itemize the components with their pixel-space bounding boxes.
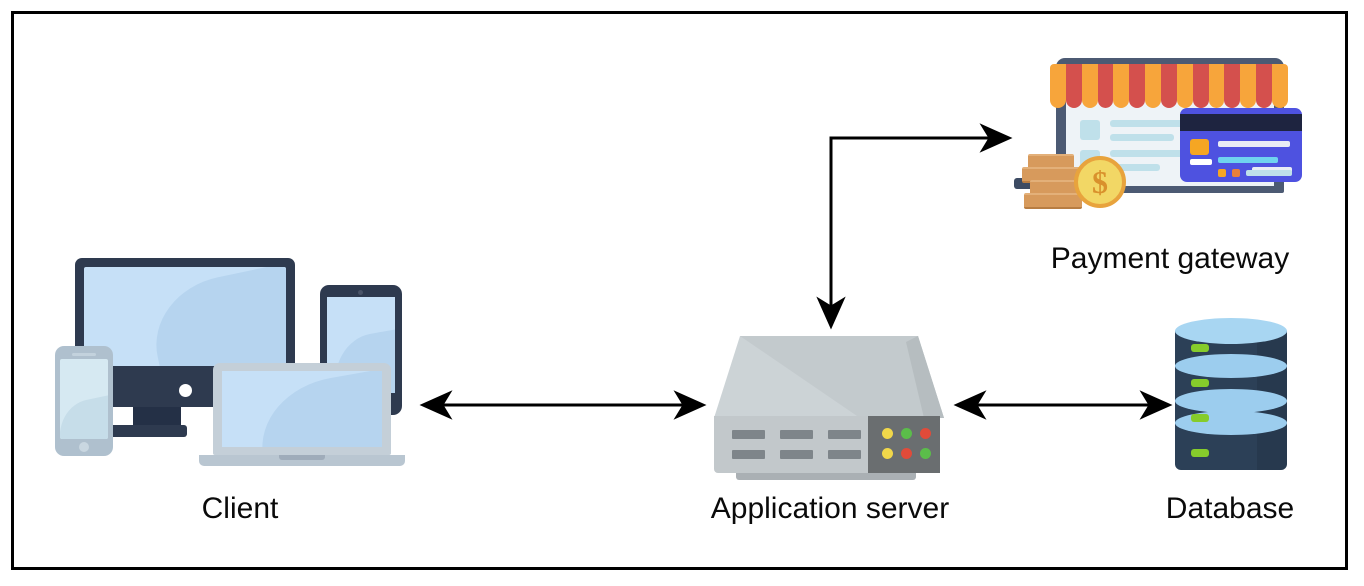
database-rim xyxy=(1175,389,1287,413)
laptop-base xyxy=(199,455,405,466)
awning-stripe xyxy=(1129,64,1146,108)
awning-stripe xyxy=(1176,64,1193,108)
monitor-base xyxy=(95,425,187,437)
payment-screen-line xyxy=(1110,150,1196,157)
tablet-camera xyxy=(358,290,363,295)
card-line xyxy=(1218,157,1278,163)
awning-stripe xyxy=(1240,64,1257,108)
database-node[interactable] xyxy=(1175,318,1287,470)
awning-stripe xyxy=(1065,64,1082,108)
awning-stripe xyxy=(1161,64,1177,108)
server-led-yellow xyxy=(882,448,893,459)
card-line xyxy=(1190,159,1212,165)
card-chip xyxy=(1190,139,1209,155)
monitor-screen xyxy=(84,267,286,366)
shop-awning-icon xyxy=(1050,64,1288,108)
awning-stripe xyxy=(1050,64,1066,108)
server-slot xyxy=(732,430,765,439)
database-led xyxy=(1191,449,1209,457)
laptop-trackpad-notch xyxy=(279,455,325,460)
server-base-foot xyxy=(736,473,916,480)
client-label: Client xyxy=(201,492,279,525)
server-slot xyxy=(732,450,765,459)
payment-screen-line xyxy=(1110,164,1160,171)
server-led-red xyxy=(920,428,931,439)
application-server-node[interactable] xyxy=(710,332,948,480)
payment-screen-line xyxy=(1110,134,1174,141)
awning-stripe xyxy=(1113,64,1130,108)
awning-stripe xyxy=(1224,64,1241,108)
coin-row xyxy=(1024,193,1082,209)
server-slot xyxy=(780,430,813,439)
phone-speaker xyxy=(72,353,96,356)
card-dot xyxy=(1218,169,1226,177)
server-led-green xyxy=(920,448,931,459)
card-line xyxy=(1218,141,1290,147)
awning-stripe xyxy=(1272,64,1288,108)
database-label: Database xyxy=(1165,492,1295,525)
awning-stripe xyxy=(1081,64,1098,108)
phone-home-button xyxy=(79,442,89,452)
phone-screen xyxy=(60,359,108,439)
database-top-rim xyxy=(1175,318,1287,344)
smartphone-icon xyxy=(55,346,113,456)
payment-screen-line xyxy=(1110,120,1196,127)
awning-stripe xyxy=(1145,64,1162,108)
server-slot xyxy=(780,450,813,459)
application-server-label: Application server xyxy=(710,492,950,525)
server-slot xyxy=(828,450,861,459)
awning-stripe xyxy=(1208,64,1225,108)
awning-stripe xyxy=(1256,64,1273,108)
card-dot xyxy=(1232,169,1240,177)
server-led-red xyxy=(901,448,912,459)
laptop-icon xyxy=(199,363,405,473)
monitor-power-dot xyxy=(179,384,192,397)
database-led xyxy=(1191,414,1209,422)
server-led-yellow xyxy=(882,428,893,439)
payment-gateway-label: Payment gateway xyxy=(1050,242,1290,275)
client-node[interactable] xyxy=(55,258,405,473)
database-led xyxy=(1191,379,1209,387)
server-chassis-top xyxy=(714,336,944,418)
laptop-screen xyxy=(222,371,382,447)
awning-stripe xyxy=(1192,64,1209,108)
database-led xyxy=(1191,344,1209,352)
payment-screen-block xyxy=(1080,120,1100,140)
server-slot xyxy=(828,430,861,439)
awning-stripe xyxy=(1097,64,1114,108)
coin-stack-icon: $ xyxy=(1020,148,1138,216)
database-rim xyxy=(1175,354,1287,378)
server-led-panel xyxy=(868,416,940,473)
dollar-coin-icon: $ xyxy=(1074,156,1126,208)
server-led-green xyxy=(901,428,912,439)
card-line xyxy=(1246,170,1292,176)
card-magnetic-strip xyxy=(1180,114,1302,131)
monitor-stand xyxy=(133,407,181,429)
credit-card-icon xyxy=(1180,108,1302,182)
payment-gateway-node[interactable]: $ xyxy=(1014,50,1314,230)
